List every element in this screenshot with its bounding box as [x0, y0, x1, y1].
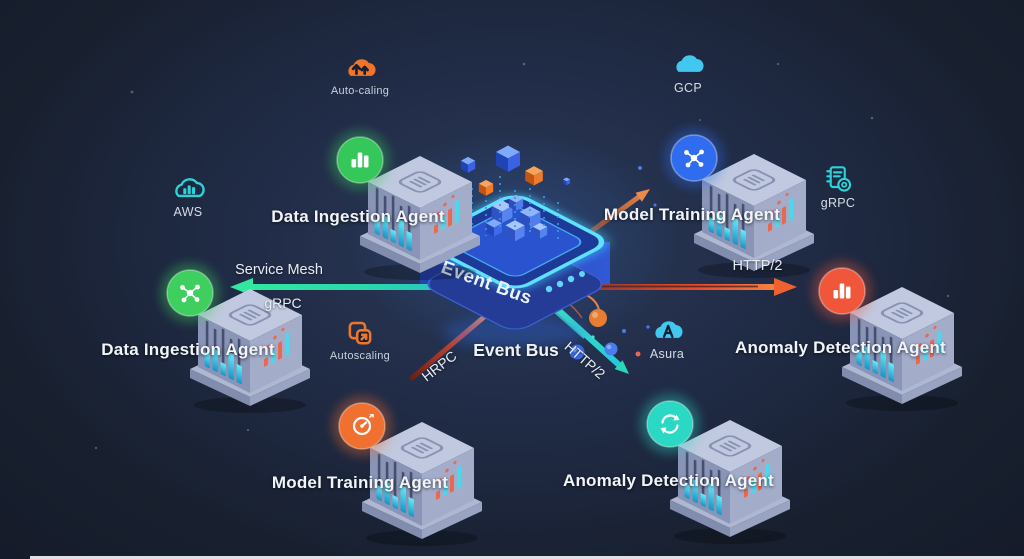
service-label: GCP: [674, 81, 702, 95]
agent-label: Model Training Agent: [271, 473, 449, 492]
service-label: Auto-caling: [330, 85, 390, 97]
service-label: Autoscaling: [329, 350, 391, 362]
agent-badge: [646, 400, 694, 448]
agent-card-top-left: Data Ingestion Agent: [253, 92, 482, 282]
agent-cube-graphic: [640, 394, 792, 546]
service-top-left: Auto-caling: [300, 50, 420, 97]
gcp-cloud-icon: [669, 46, 707, 79]
service-bottom-right: Asura: [607, 312, 727, 361]
agent-card-bottom-left: Model Training Agent: [255, 358, 484, 548]
service-label: gRPC: [820, 196, 856, 210]
event-bus-caption: Event Bus: [473, 340, 559, 360]
grpc-document-gear-icon: [820, 162, 856, 194]
agent-label: Model Training Agent: [603, 205, 781, 224]
bottom-edge-strip: [30, 556, 1024, 559]
service-top-right: GCP: [628, 46, 748, 95]
aws-cloud-icon: [169, 170, 207, 203]
autoscaling-frames-icon: [342, 316, 378, 348]
agent-label: Anomaly Detection Agent: [563, 471, 774, 490]
agent-cube-graphic: [812, 261, 964, 413]
label-service-mesh: Service Mesh: [235, 262, 323, 278]
service-middle-left: AWS: [128, 170, 248, 219]
label-grpc: gRPC: [264, 295, 302, 311]
agent-card-top-right: Model Training Agent: [587, 90, 816, 280]
service-label: AWS: [173, 205, 203, 219]
agent-cube-graphic: [664, 128, 816, 280]
service-label: Asura: [649, 347, 685, 361]
agent-label: Data Ingestion Agent: [271, 207, 445, 226]
label-http2-right: HTTP/2: [732, 258, 783, 274]
agent-label: Anomaly Detection Agent: [735, 338, 946, 357]
azure-cloud-icon: [648, 312, 686, 345]
agent-card-middle-right: Anomaly Detection Agent: [735, 223, 964, 413]
agent-cube-graphic: [330, 130, 482, 282]
autoscaling-cloud-icon: [341, 50, 379, 83]
agent-cube-graphic: [332, 396, 484, 548]
agent-label: Data Ingestion Agent: [101, 340, 275, 359]
agent-card-bottom-right: Anomaly Detection Agent: [563, 356, 792, 546]
bus-edge-dots: [545, 271, 585, 293]
background-stars: [94, 62, 950, 450]
service-bottom-left: Autoscaling: [300, 316, 420, 362]
agent-cube-graphic: [160, 263, 312, 415]
service-middle-right: gRPC: [778, 162, 898, 210]
agent-card-middle-left: Data Ingestion Agent: [83, 225, 312, 415]
